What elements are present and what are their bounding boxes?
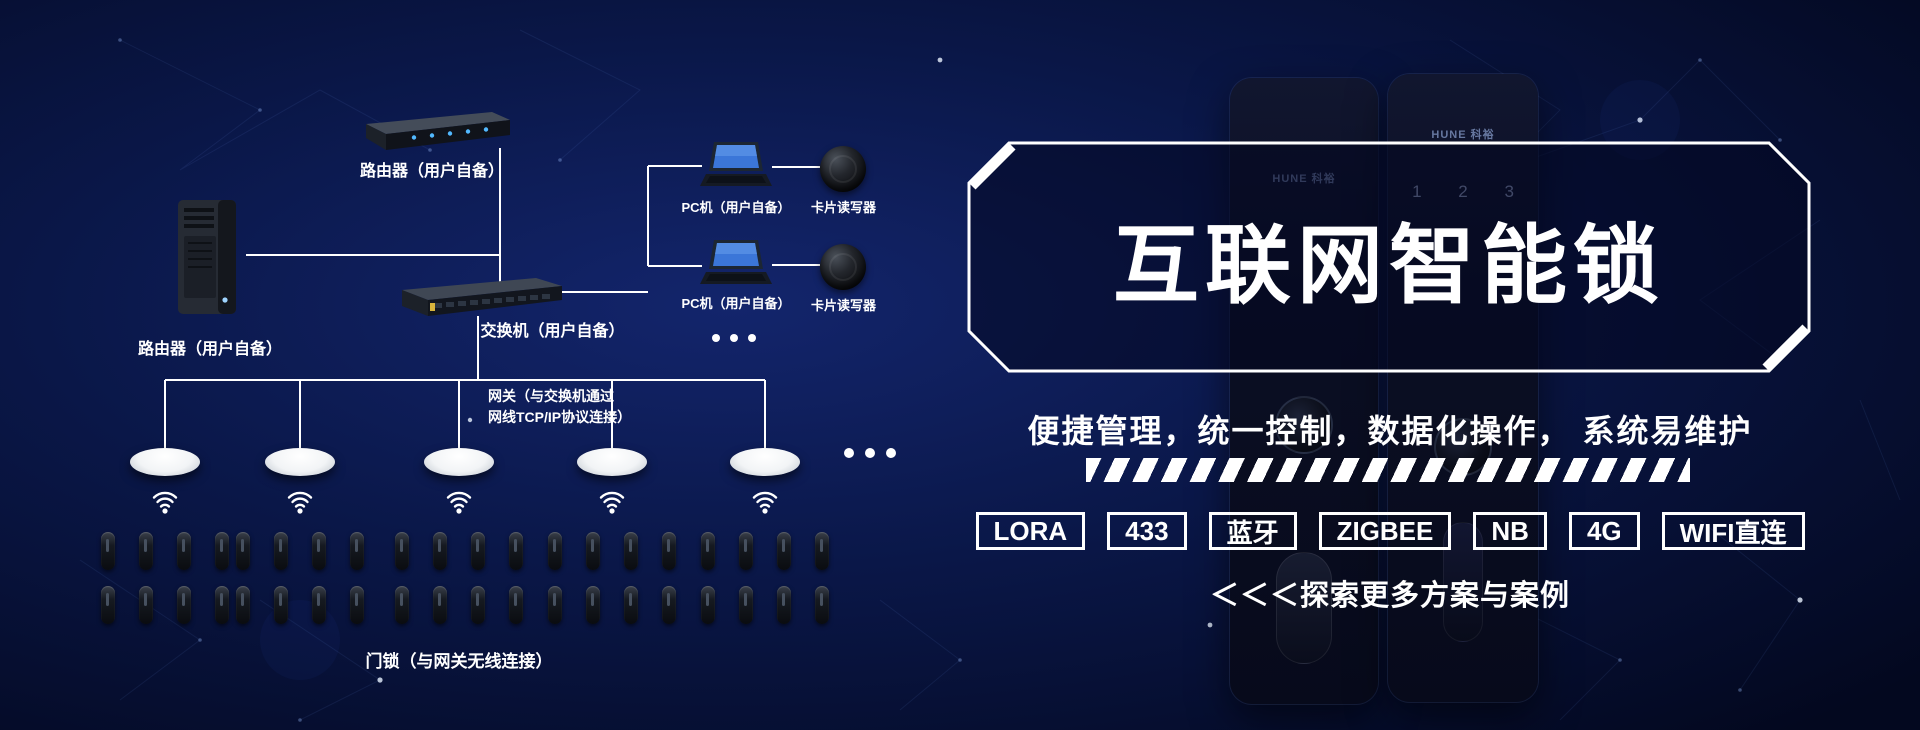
protocol-tags: LORA 433 蓝牙 ZIGBEE NB 4G WIFI直连 xyxy=(975,512,1805,550)
door-lock xyxy=(777,586,791,624)
door-lock xyxy=(701,532,715,570)
door-lock xyxy=(312,532,326,570)
card-reader-2 xyxy=(820,244,866,290)
wifi-icon xyxy=(748,488,782,515)
door-lock xyxy=(274,586,288,624)
gateway-dome xyxy=(730,448,800,476)
door-lock xyxy=(624,532,638,570)
door-lock xyxy=(215,532,229,570)
hero-subtitle: 便捷管理，统一控制，数据化操作， 系统易维护 xyxy=(1027,413,1753,449)
door-lock xyxy=(815,532,829,570)
door-lock xyxy=(701,586,715,624)
lock-camera-ring xyxy=(1275,396,1333,454)
reader1-label: 卡片读写器 xyxy=(810,200,876,215)
door-lock xyxy=(350,532,364,570)
door-lock xyxy=(548,532,562,570)
door-lock xyxy=(101,532,115,570)
protocol-tag: NB xyxy=(1473,512,1547,550)
switch-device xyxy=(396,274,568,318)
door-lock xyxy=(236,586,250,624)
ellipsis-dots-pcs xyxy=(712,334,756,342)
protocol-tag: ZIGBEE xyxy=(1318,512,1452,550)
door-lock xyxy=(548,586,562,624)
gateway-note: 网关（与交换机通过 网线TCP/IP协议连接） xyxy=(488,386,631,428)
door-lock xyxy=(274,532,288,570)
door-lock xyxy=(350,586,364,624)
lock-handle xyxy=(1276,552,1332,664)
reader2-label: 卡片读写器 xyxy=(810,298,876,313)
door-lock xyxy=(433,532,447,570)
door-lock xyxy=(739,532,753,570)
door-lock xyxy=(662,532,676,570)
router-device xyxy=(358,108,516,154)
protocol-tag: 蓝牙 xyxy=(1208,512,1297,550)
door-lock xyxy=(177,532,191,570)
door-lock xyxy=(236,532,250,570)
door-lock xyxy=(509,532,523,570)
door-lock xyxy=(215,586,229,624)
protocol-tag: 4G xyxy=(1568,512,1640,550)
router-label: 路由器（用户自备） xyxy=(359,163,504,180)
door-lock xyxy=(101,586,115,624)
door-lock xyxy=(739,586,753,624)
wifi-icon xyxy=(283,488,317,515)
door-lock xyxy=(777,532,791,570)
wifi-icon xyxy=(148,488,182,515)
server-tower xyxy=(168,196,246,318)
door-lock xyxy=(586,532,600,570)
wifi-icon xyxy=(442,488,476,515)
door-lock xyxy=(471,532,485,570)
door-lock xyxy=(395,532,409,570)
title-frame xyxy=(967,141,1811,373)
pc2-label: PC机（用户自备） xyxy=(681,296,791,311)
gateway-note-line1: 网关（与交换机通过 xyxy=(488,388,614,404)
door-lock xyxy=(395,586,409,624)
door-lock xyxy=(624,586,638,624)
door-lock xyxy=(815,586,829,624)
pc-laptop-2 xyxy=(700,238,772,292)
door-lock xyxy=(139,532,153,570)
pc-laptop-1 xyxy=(700,140,772,194)
ellipsis-dots-gateways xyxy=(844,448,896,458)
brand-text-right: HUNE 科裕 xyxy=(1431,129,1495,141)
door-lock xyxy=(662,586,676,624)
stripes-divider xyxy=(1086,458,1690,482)
protocol-tag: LORA xyxy=(975,512,1086,550)
card-reader-1 xyxy=(820,146,866,192)
gateway-dome xyxy=(130,448,200,476)
protocol-tag: WIFI直连 xyxy=(1661,512,1805,550)
door-lock xyxy=(312,586,326,624)
switch-label: 交换机（用户自备） xyxy=(480,323,625,340)
explore-link[interactable]: ＜＜＜探索更多方案与案例 xyxy=(1209,580,1570,612)
gateway-dome xyxy=(424,448,494,476)
door-lock xyxy=(177,586,191,624)
door-lock xyxy=(139,586,153,624)
door-lock xyxy=(586,586,600,624)
hero-title: 互联网智能锁 xyxy=(1113,217,1665,314)
gateway-dome xyxy=(577,448,647,476)
pc1-label: PC机（用户自备） xyxy=(681,200,791,215)
door-lock xyxy=(509,586,523,624)
door-lock xyxy=(433,586,447,624)
server-label: 路由器（用户自备） xyxy=(137,341,282,358)
protocol-tag: 433 xyxy=(1107,512,1187,550)
door-lock xyxy=(471,586,485,624)
gateway-dome xyxy=(265,448,335,476)
wifi-icon xyxy=(595,488,629,515)
locks-label: 门锁（与网关无线连接） xyxy=(365,652,553,671)
gateway-note-line2: 网线TCP/IP协议连接） xyxy=(488,409,632,425)
